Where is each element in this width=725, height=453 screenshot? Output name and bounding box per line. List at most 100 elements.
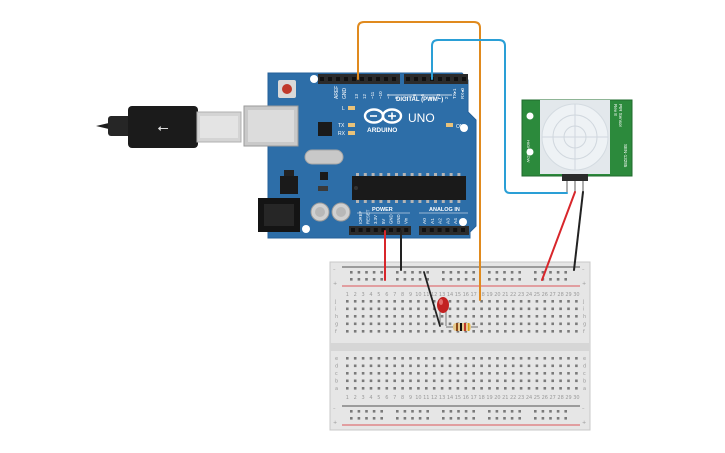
column-number: 5	[377, 292, 380, 298]
rail-hole	[457, 417, 460, 420]
row-letter: d	[583, 364, 586, 370]
column-number: 27	[550, 395, 556, 401]
row-letter: i	[583, 307, 584, 313]
terminal-hole	[527, 300, 531, 303]
terminal-hole	[417, 364, 420, 368]
digital-pin-label: 8	[394, 96, 399, 99]
terminal-hole	[393, 364, 396, 368]
terminal-hole	[417, 307, 420, 311]
rail-hole	[495, 417, 499, 420]
terminal-hole	[432, 372, 436, 375]
column-number: 11	[423, 395, 429, 401]
terminal-hole	[543, 357, 547, 360]
rail-hole	[350, 417, 353, 420]
terminal-hole	[417, 372, 420, 375]
chip-leg	[402, 173, 406, 176]
column-number: 1	[346, 395, 349, 401]
terminal-hole	[543, 315, 547, 318]
terminal-hole	[369, 357, 373, 360]
terminal-hole	[353, 307, 357, 311]
terminal-hole	[417, 379, 420, 383]
reset-button-cap[interactable]	[282, 84, 292, 94]
rail-hole	[518, 271, 521, 274]
rail-hole	[403, 417, 407, 420]
rail-hole	[556, 417, 560, 420]
digital-pin-label: TX▸1	[452, 88, 457, 99]
terminal-hole	[456, 372, 460, 375]
digital-pin-label: RX◂0	[460, 87, 465, 99]
terminal-hole	[393, 372, 396, 375]
chip-leg	[371, 173, 375, 176]
terminal-hole	[369, 330, 373, 333]
terminal-hole	[527, 330, 531, 333]
terminal-hole	[496, 322, 499, 326]
terminal-hole	[551, 387, 554, 390]
wire-blue	[431, 39, 568, 194]
terminal-hole	[480, 300, 483, 303]
terminal-hole	[559, 322, 562, 326]
column-number: 30	[573, 395, 579, 401]
terminal-hole	[472, 300, 475, 303]
terminal-hole	[377, 300, 381, 303]
column-number: 13	[439, 395, 445, 401]
rail-hole	[503, 410, 506, 413]
pir-mount-hole	[526, 148, 534, 156]
rail-hole	[380, 410, 383, 413]
terminal-hole	[472, 387, 475, 390]
terminal-hole	[346, 322, 349, 326]
pin-hole	[381, 228, 386, 232]
terminal-hole	[551, 307, 554, 311]
terminal-hole	[377, 372, 381, 375]
column-number: 12	[431, 395, 437, 401]
rail-hole	[418, 410, 422, 413]
terminal-hole	[559, 357, 562, 360]
rail-hole	[488, 417, 491, 420]
terminal-hole	[417, 387, 420, 390]
header-power	[349, 226, 411, 235]
terminal-hole	[393, 357, 396, 360]
terminal-hole	[551, 330, 554, 333]
rail-hole	[442, 271, 445, 274]
chip-leg	[363, 200, 367, 203]
column-number: 21	[502, 395, 508, 401]
rail-hole	[464, 278, 468, 281]
terminal-hole	[393, 387, 396, 390]
terminal-hole	[361, 330, 365, 333]
rail-hole	[488, 278, 491, 281]
column-number: 4	[369, 395, 372, 401]
terminal-hole	[353, 330, 357, 333]
resistor-band	[456, 323, 458, 331]
pin-hole	[320, 77, 324, 81]
terminal-hole	[448, 387, 452, 390]
terminal-hole	[432, 330, 436, 333]
chip-leg	[418, 200, 422, 203]
breadboard-labels: 1122334455667788991010111112121313141415…	[334, 292, 586, 401]
terminal-hole	[385, 387, 389, 390]
terminal-hole	[377, 379, 381, 383]
pin-hole	[445, 228, 450, 232]
pin-hole	[404, 228, 409, 232]
column-number: 18	[478, 395, 484, 401]
pin-hole	[384, 77, 388, 81]
terminal-hole	[535, 357, 539, 360]
terminal-hole	[551, 364, 554, 368]
rail-hole	[380, 271, 383, 274]
row-letter: a	[335, 386, 338, 392]
row-letter: f	[335, 329, 337, 335]
terminal-hole	[559, 387, 562, 390]
terminal-hole	[567, 315, 570, 318]
column-number: 20	[494, 395, 500, 401]
pin-hole	[344, 77, 348, 81]
rail-hole	[472, 410, 475, 413]
arduino-logo-icon	[363, 108, 403, 124]
terminal-hole	[448, 315, 452, 318]
terminal-hole	[535, 330, 539, 333]
terminal-hole	[361, 379, 365, 383]
rail-plus-label: +	[582, 281, 586, 287]
power-pin-label: GND	[396, 214, 401, 224]
terminal-hole	[472, 379, 475, 383]
terminal-hole	[417, 300, 420, 303]
terminal-hole	[417, 322, 420, 326]
terminal-hole	[567, 322, 570, 326]
rail-minus-label: –	[333, 406, 336, 412]
